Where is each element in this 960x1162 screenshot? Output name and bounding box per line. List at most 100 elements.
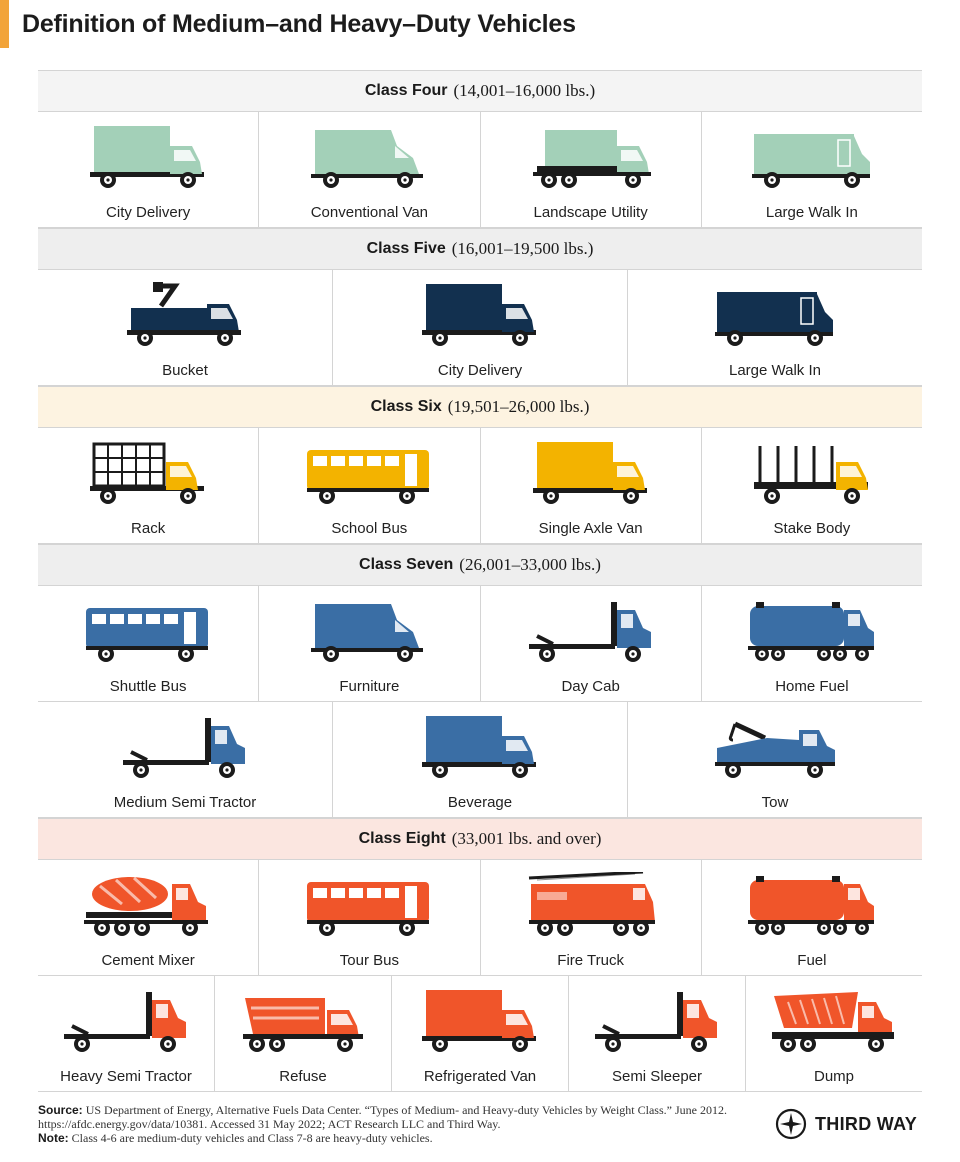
walk-in-van-icon bbox=[751, 134, 870, 188]
source-line: Source: US Department of Energy, Alterna… bbox=[38, 1103, 758, 1131]
compass-icon bbox=[775, 1108, 807, 1140]
vehicle-cell: City Delivery bbox=[38, 112, 260, 227]
vehicle-row: Heavy Semi Tractor Refuse Refrigerated V… bbox=[38, 976, 922, 1092]
vehicle-row: Medium Semi Tractor Beverage Tow bbox=[38, 702, 922, 818]
tractor-icon bbox=[528, 602, 651, 662]
vehicle-cell: Semi Sleeper bbox=[569, 976, 746, 1091]
vehicle-label: City Delivery bbox=[437, 362, 523, 379]
vehicle-cell: Refuse bbox=[215, 976, 392, 1091]
class-header: Class Eight (33,001 lbs. and over) bbox=[38, 818, 922, 860]
vehicle-label: Tour Bus bbox=[339, 952, 399, 969]
vehicle-cell: Shuttle Bus bbox=[38, 586, 260, 701]
vehicle-label: Dump bbox=[813, 1068, 854, 1085]
vehicle-label: Refuse bbox=[279, 1068, 327, 1085]
vehicle-cell: Stake Body bbox=[702, 428, 922, 543]
vehicle-cell: Bucket bbox=[38, 270, 333, 385]
vehicle-cell: Refrigerated Van bbox=[392, 976, 569, 1091]
school-bus-icon bbox=[307, 450, 430, 504]
vehicle-cell: Cement Mixer bbox=[38, 860, 260, 975]
vehicle-cell: Tour Bus bbox=[259, 860, 481, 975]
footer: Source: US Department of Energy, Alterna… bbox=[38, 1103, 758, 1145]
vehicle-label: Home Fuel bbox=[775, 678, 849, 695]
van-icon bbox=[311, 604, 424, 662]
vehicle-cell: School Bus bbox=[259, 428, 481, 543]
vehicle-label: Large Walk In bbox=[729, 362, 821, 379]
vehicle-cell: Fuel bbox=[702, 860, 922, 975]
vehicle-cell: Fire Truck bbox=[481, 860, 702, 975]
vehicle-cell: Home Fuel bbox=[702, 586, 922, 701]
box-truck-icon bbox=[532, 442, 647, 504]
third-way-logo: THIRD WAY bbox=[775, 1108, 917, 1140]
vehicle-label: Conventional Van bbox=[310, 204, 429, 221]
vehicle-row: Bucket City Delivery Large Walk In bbox=[38, 270, 922, 386]
vehicle-cell: Furniture bbox=[259, 586, 481, 701]
class-header: Class Seven (26,001–33,000 lbs.) bbox=[38, 544, 922, 586]
vehicle-cell: City Delivery bbox=[333, 270, 628, 385]
vehicle-label: Fuel bbox=[797, 952, 827, 969]
vehicle-cell: Tow bbox=[628, 702, 922, 817]
class-weight-range: (33,001 lbs. and over) bbox=[451, 829, 602, 848]
class-name: Class Five bbox=[366, 240, 446, 257]
vehicle-cell: Landscape Utility bbox=[481, 112, 702, 227]
box-truck-icon bbox=[422, 716, 536, 778]
note-text: Class 4-6 are medium-duty vehicles and C… bbox=[71, 1131, 433, 1145]
page-title: Definition of Medium–and Heavy–Duty Vehi… bbox=[22, 10, 576, 38]
vehicle-label: Large Walk In bbox=[765, 204, 858, 221]
class-weight-range: (26,001–33,000 lbs.) bbox=[459, 555, 601, 574]
tractor-icon bbox=[123, 718, 245, 778]
bucket-truck-icon bbox=[127, 282, 241, 346]
note-label: Note: bbox=[38, 1131, 69, 1145]
class-name: Class Eight bbox=[358, 830, 446, 847]
cement-mixer-icon bbox=[84, 876, 209, 936]
vehicle-label: Heavy Semi Tractor bbox=[60, 1068, 192, 1085]
accent-bar bbox=[0, 0, 9, 48]
box-truck-icon bbox=[90, 126, 205, 188]
vehicle-row: Cement Mixer Tour Bus Fire Truck bbox=[38, 860, 922, 976]
vehicle-row: Rack School Bus Single Axle Van Stake Bo… bbox=[38, 428, 922, 544]
vehicle-class-chart: Class Four (14,001–16,000 lbs.) City Deli… bbox=[38, 70, 922, 1092]
vehicle-cell: Heavy Semi Tractor bbox=[38, 976, 215, 1091]
vehicle-cell: Beverage bbox=[333, 702, 628, 817]
vehicle-cell: Large Walk In bbox=[628, 270, 922, 385]
vehicle-label: Stake Body bbox=[773, 520, 851, 537]
walk-in-van-icon bbox=[715, 292, 833, 346]
vehicle-cell: Day Cab bbox=[481, 586, 702, 701]
class-header: Class Four (14,001–16,000 lbs.) bbox=[38, 70, 922, 112]
class-weight-range: (14,001–16,000 lbs.) bbox=[453, 81, 596, 100]
vehicle-label: Rack bbox=[131, 520, 166, 537]
vehicle-label: City Delivery bbox=[106, 204, 191, 221]
vehicle-cell: Rack bbox=[38, 428, 260, 543]
tanker-icon bbox=[747, 876, 874, 935]
stake-truck-icon bbox=[753, 446, 868, 504]
vehicle-cell: Conventional Van bbox=[259, 112, 481, 227]
class-weight-range: (19,501–26,000 lbs.) bbox=[447, 397, 590, 416]
box-truck-icon bbox=[422, 990, 536, 1052]
vehicle-cell: Dump bbox=[746, 976, 922, 1091]
vehicle-label: Day Cab bbox=[561, 678, 620, 695]
vehicle-label: Furniture bbox=[339, 678, 400, 695]
class-name: Class Four bbox=[364, 82, 448, 99]
dump-truck-icon bbox=[772, 992, 894, 1052]
vehicle-label: Single Axle Van bbox=[538, 520, 643, 537]
note-line: Note: Class 4-6 are medium-duty vehicles… bbox=[38, 1131, 758, 1145]
rack-truck-icon bbox=[90, 442, 205, 504]
vehicle-cell: Medium Semi Tractor bbox=[38, 702, 333, 817]
vehicle-label: Cement Mixer bbox=[101, 952, 195, 969]
logo-text: THIRD WAY bbox=[815, 1113, 918, 1134]
class-name: Class Seven bbox=[359, 556, 454, 573]
utility-truck-icon bbox=[532, 130, 651, 188]
tractor-icon bbox=[64, 992, 186, 1052]
vehicle-label: Tow bbox=[761, 794, 789, 811]
vehicle-label: Medium Semi Tractor bbox=[113, 794, 257, 811]
tour-bus-icon bbox=[307, 882, 430, 936]
class-header: Class Five (16,001–19,500 lbs.) bbox=[38, 228, 922, 270]
tanker-icon bbox=[747, 602, 874, 661]
vehicle-row: City Delivery Conventional Van Landscape… bbox=[38, 112, 922, 228]
box-truck-icon bbox=[422, 284, 536, 346]
source-text: US Department of Energy, Alternative Fue… bbox=[38, 1103, 727, 1131]
class-name: Class Six bbox=[370, 398, 442, 415]
vehicle-label: Semi Sleeper bbox=[611, 1068, 703, 1085]
class-weight-range: (16,001–19,500 lbs.) bbox=[451, 239, 594, 258]
refuse-truck-icon bbox=[243, 998, 363, 1052]
vehicle-label: Refrigerated Van bbox=[423, 1068, 537, 1085]
